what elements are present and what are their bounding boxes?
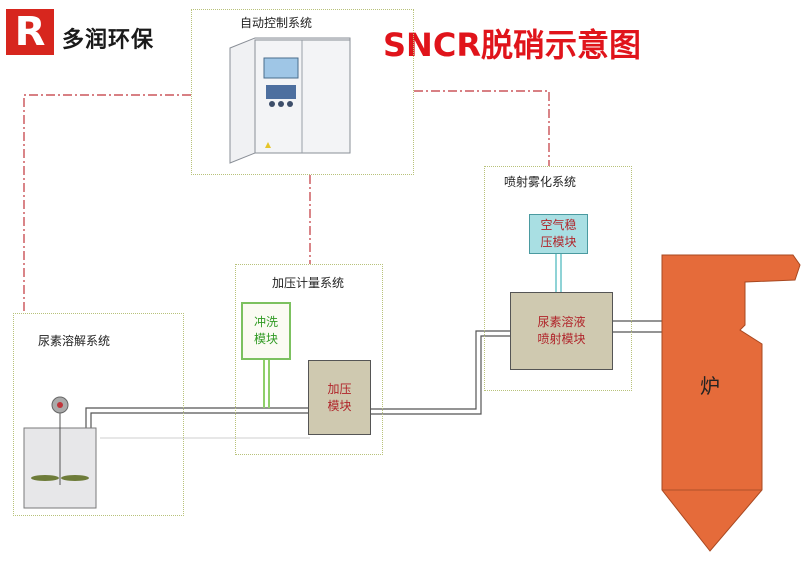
pressure-system-label: 加压计量系统 [272,276,345,290]
logo-mark: R [6,9,54,55]
urea-tank-image [23,396,97,509]
pressurize-module: 加压 模块 [308,360,371,435]
air-pipes [555,253,562,293]
spray-system-label: 喷射雾化系统 [504,175,577,189]
spray-system-box [484,166,632,391]
diagram-title: SNCR脱硝示意图 [383,26,641,64]
pressure-system-box [235,264,383,455]
flush-module: 冲洗 模块 [241,302,291,360]
control-system-label: 自动控制系统 [240,16,313,30]
pipeline-pressurize-to-spray-outer [371,330,512,410]
control-lines [23,90,550,313]
control-cabinet-image [229,37,351,164]
logo-name: 多润环保 [62,28,155,53]
control-line-left [23,94,191,313]
urea-system-box [13,313,184,516]
air-stabilizer-module: 空气稳 压模块 [529,214,588,254]
furnace-body [661,254,801,552]
control-system-box [191,9,414,175]
control-line-right [414,90,550,166]
pipeline-pressurize-to-spray-inner [371,335,512,415]
urea-spray-module: 尿素溶液 喷射模块 [510,292,613,370]
furnace-label: 炉 [700,374,720,398]
urea-system-label: 尿素溶解系统 [38,334,111,348]
pipelines [85,320,662,428]
flush-pipes [263,359,270,408]
pipeline-urea-to-pressurize-outer [85,407,308,428]
